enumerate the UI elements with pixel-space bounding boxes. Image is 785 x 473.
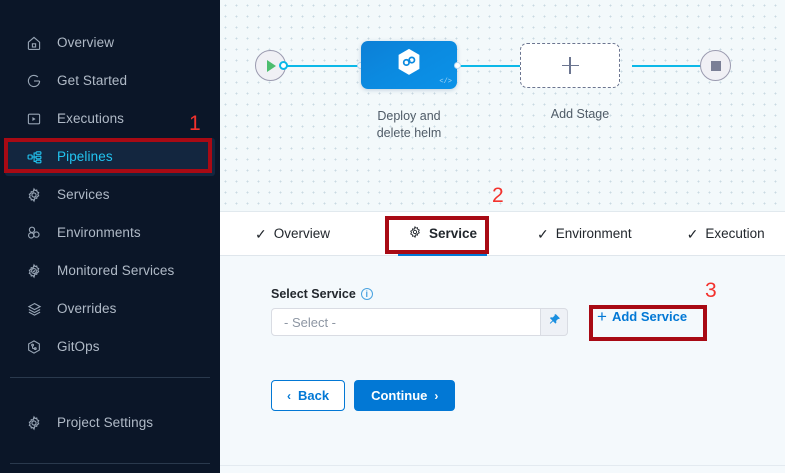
annotation-number-1: 1 (189, 112, 201, 135)
code-glyph-icon: </> (439, 78, 452, 86)
harness-cd-hexagon-icon (396, 48, 422, 81)
tab-label: Service (429, 226, 478, 241)
sidebar-item-gitops[interactable]: GitOps (5, 328, 215, 366)
connector-line (282, 65, 377, 67)
select-service-input[interactable]: - Select - (271, 308, 541, 336)
plus-icon (561, 57, 579, 74)
environments-icon (23, 223, 45, 243)
back-label: Back (298, 388, 330, 403)
sidebar-item-label: Monitored Services (57, 263, 175, 279)
check-icon: ✓ (255, 225, 267, 242)
sidebar-divider-bottom (10, 463, 210, 464)
sidebar-item-project-settings[interactable]: Project Settings (0, 404, 220, 442)
tab-execution[interactable]: ✓ Execution (677, 212, 775, 256)
plus-icon: + (597, 307, 607, 326)
tab-service[interactable]: Service (398, 212, 488, 256)
select-service-control: - Select - (271, 308, 568, 336)
stage-label-line2: delete helm (376, 126, 442, 140)
sidebar-item-label: Environments (57, 225, 141, 241)
sidebar-item-label: GitOps (57, 339, 100, 355)
connector-line (632, 65, 717, 67)
stage-node-label: Deploy and delete helm (349, 108, 469, 142)
play-icon (267, 59, 276, 72)
chevron-right-icon: › (434, 388, 439, 403)
stage-tab-bar: ✓ Overview Service ✓ Environment ✓ Execu… (220, 212, 785, 256)
sidebar-item-label: Get Started (57, 73, 128, 89)
monitored-services-icon (23, 261, 45, 281)
sidebar-item-get-started[interactable]: Get Started (5, 62, 215, 100)
sidebar-item-services[interactable]: Services (5, 176, 215, 214)
main-content: </> Deploy and delete helm Add Stage (220, 0, 785, 473)
service-form-panel: Select Service i - Select - + Add Ser (220, 256, 785, 465)
home-icon (23, 33, 45, 53)
add-stage-label: Add Stage (550, 107, 610, 121)
stop-icon (710, 60, 721, 71)
pin-icon (548, 313, 561, 331)
select-service-label-row: Select Service i (271, 287, 373, 301)
chevron-left-icon: ‹ (287, 388, 291, 403)
annotation-number-3: 3 (705, 279, 717, 302)
gitops-icon (23, 337, 45, 357)
check-icon: ✓ (537, 225, 549, 242)
service-gear-icon (408, 225, 422, 242)
tab-label: Overview (273, 226, 330, 241)
tab-label: Execution (705, 226, 765, 241)
sidebar-item-label: Executions (57, 111, 125, 127)
panel-bottom-edge (220, 465, 785, 473)
annotation-number-2: 2 (492, 184, 504, 207)
get-started-icon (23, 71, 45, 91)
sidebar-item-label: Overrides (57, 301, 117, 317)
stage-label-line1: Deploy and (377, 109, 441, 123)
sidebar-item-pipelines[interactable]: Pipelines (5, 138, 215, 176)
pipeline-end-node[interactable] (700, 50, 731, 81)
stage-port-right (454, 62, 461, 69)
pin-button[interactable] (541, 308, 568, 336)
sidebar-item-label: Services (57, 187, 110, 203)
sidebar-nav-list: Overview Get Started Executions Pipeline… (0, 24, 220, 366)
check-icon: ✓ (686, 225, 699, 242)
pipelines-icon (23, 147, 45, 167)
continue-label: Continue (371, 388, 428, 403)
layers-icon (23, 299, 45, 319)
form-button-row: ‹ Back Continue › (271, 380, 456, 411)
connector-line (457, 65, 557, 67)
pipeline-stage-node[interactable]: </> (361, 41, 457, 89)
add-service-label: Add Service (611, 309, 688, 324)
sidebar-item-monitored-services[interactable]: Monitored Services (5, 252, 215, 290)
select-placeholder: - Select - (284, 314, 337, 330)
sidebar-item-label: Pipelines (57, 149, 113, 165)
tab-overview[interactable]: ✓ Overview (245, 212, 340, 256)
sidebar-item-executions[interactable]: Executions (5, 100, 215, 138)
tab-label: Environment (555, 226, 632, 241)
tab-environment[interactable]: ✓ Environment (527, 212, 642, 256)
sidebar-item-overrides[interactable]: Overrides (5, 290, 215, 328)
connector-port (279, 61, 288, 70)
info-icon[interactable]: i (360, 288, 373, 300)
sidebar-item-overview[interactable]: Overview (5, 24, 215, 62)
gear-icon (23, 185, 45, 205)
executions-icon (23, 109, 45, 129)
sidebar-divider (10, 377, 210, 378)
add-stage-button[interactable] (520, 43, 620, 88)
sidebar-item-label: Project Settings (57, 415, 154, 431)
select-service-label: Select Service (271, 287, 356, 301)
sidebar-item-environments[interactable]: Environments (5, 214, 215, 252)
gear-icon (23, 413, 45, 433)
back-button[interactable]: ‹ Back (271, 380, 346, 411)
continue-button[interactable]: Continue › (354, 380, 456, 411)
sidebar-item-label: Overview (57, 35, 115, 51)
sidebar: Overview Get Started Executions Pipeline… (0, 0, 220, 473)
pipeline-canvas[interactable]: </> Deploy and delete helm Add Stage (220, 0, 785, 212)
add-service-button[interactable]: + Add Service (597, 307, 688, 326)
